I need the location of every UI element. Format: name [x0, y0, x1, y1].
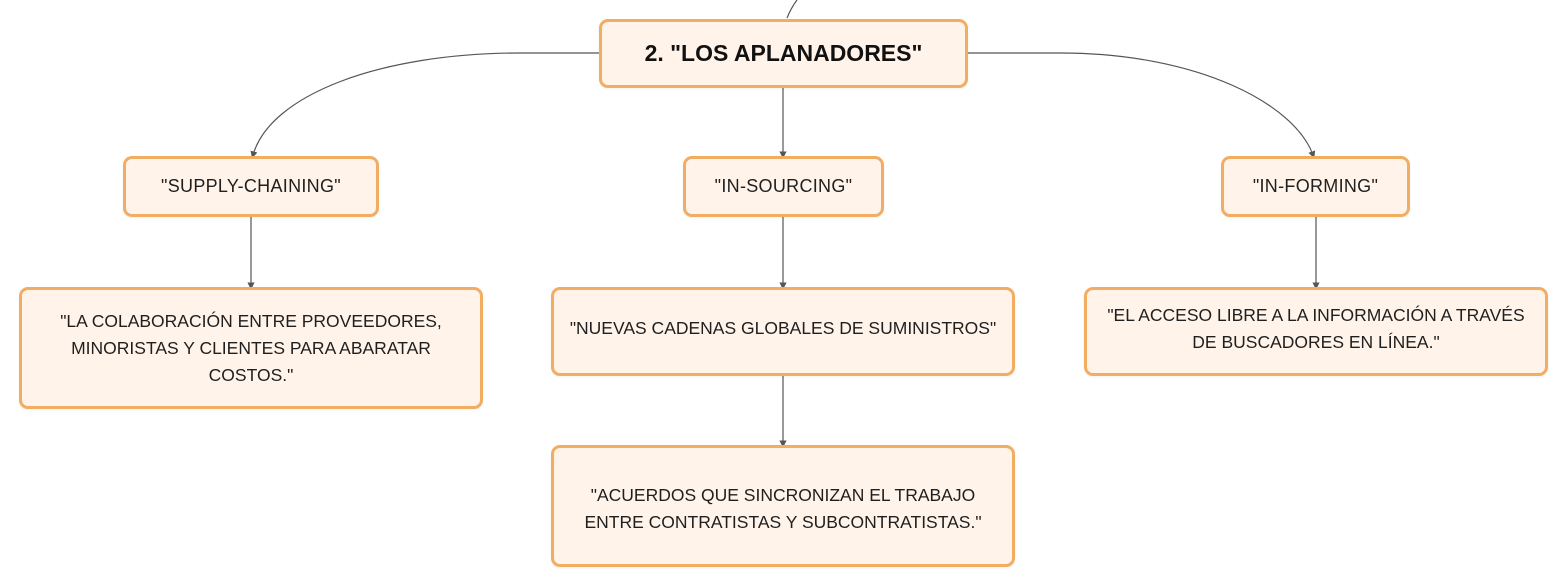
in-sourcing-agreements-description[interactable]: "ACUERDOS QUE SINCRONIZAN EL TRABAJO ENT… [551, 445, 1015, 567]
branch-supply-chaining-label: "SUPPLY-CHAINING" [161, 176, 341, 196]
in-sourcing-agreements-description-text: "ACUERDOS QUE SINCRONIZAN EL TRABAJO ENT… [584, 485, 982, 532]
incoming-connector [786, 0, 798, 19]
branch-in-sourcing-label: "IN-SOURCING" [714, 176, 853, 196]
connector-root-to-supply-chaining [250, 52, 599, 159]
in-sourcing-description[interactable]: "NUEVAS CADENAS GLOBALES DE SUMINISTROS" [551, 287, 1015, 376]
branch-in-sourcing[interactable]: "IN-SOURCING" [683, 156, 884, 217]
in-sourcing-description-text: "NUEVAS CADENAS GLOBALES DE SUMINISTROS" [569, 318, 997, 338]
root-topic[interactable]: 2. "LOS APLANADORES" [599, 19, 968, 88]
branch-supply-chaining[interactable]: "SUPPLY-CHAINING" [123, 156, 379, 217]
branch-in-forming-label: "IN-FORMING" [1252, 176, 1379, 196]
connector-root-to-in-forming [968, 52, 1316, 159]
in-forming-description-text: "EL ACCESO LIBRE A LA INFORMACIÓN A TRAV… [1107, 304, 1525, 352]
supply-chaining-description[interactable]: "LA COLABORACIÓN ENTRE PROVEEDORES, MINO… [19, 287, 483, 409]
in-forming-description[interactable]: "EL ACCESO LIBRE A LA INFORMACIÓN A TRAV… [1084, 287, 1548, 376]
supply-chaining-description-text: "LA COLABORACIÓN ENTRE PROVEEDORES, MINO… [60, 310, 442, 385]
branch-in-forming[interactable]: "IN-FORMING" [1221, 156, 1410, 217]
root-topic-label: 2. "LOS APLANADORES" [644, 40, 923, 66]
